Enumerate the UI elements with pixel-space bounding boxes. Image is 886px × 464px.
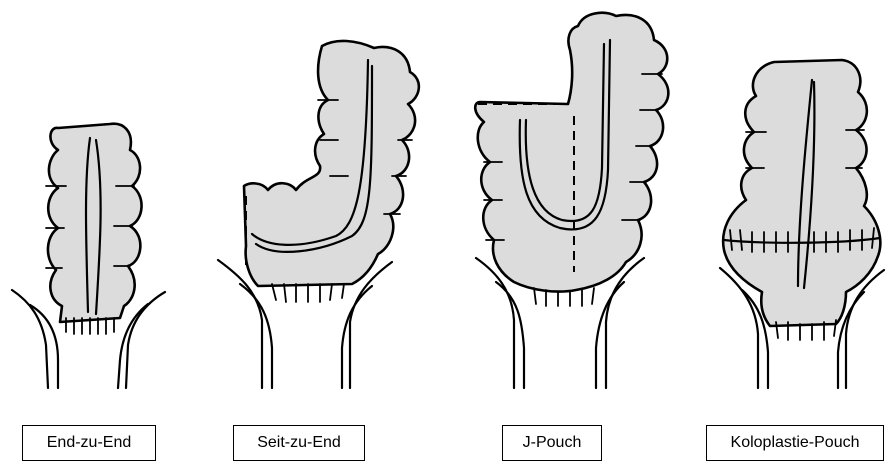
label-koloplastie-pouch: Koloplastie-Pouch — [706, 425, 884, 461]
label-end-zu-end: End-zu-End — [22, 425, 156, 461]
colon-end-zu-end — [48, 124, 142, 322]
label-text: Seit-zu-End — [257, 434, 341, 452]
panel-j-pouch — [475, 13, 668, 388]
label-text: End-zu-End — [47, 434, 132, 452]
panel-koloplastie-pouch — [720, 60, 884, 388]
label-j-pouch: J-Pouch — [502, 425, 602, 461]
panel-seit-zu-end — [218, 41, 419, 388]
label-text: Koloplastie-Pouch — [731, 434, 860, 452]
colon-j-pouch — [475, 13, 668, 292]
label-seit-zu-end: Seit-zu-End — [233, 425, 365, 461]
stitches-end-zu-end — [66, 318, 114, 334]
panel-end-zu-end — [12, 124, 165, 388]
label-text: J-Pouch — [523, 434, 582, 452]
